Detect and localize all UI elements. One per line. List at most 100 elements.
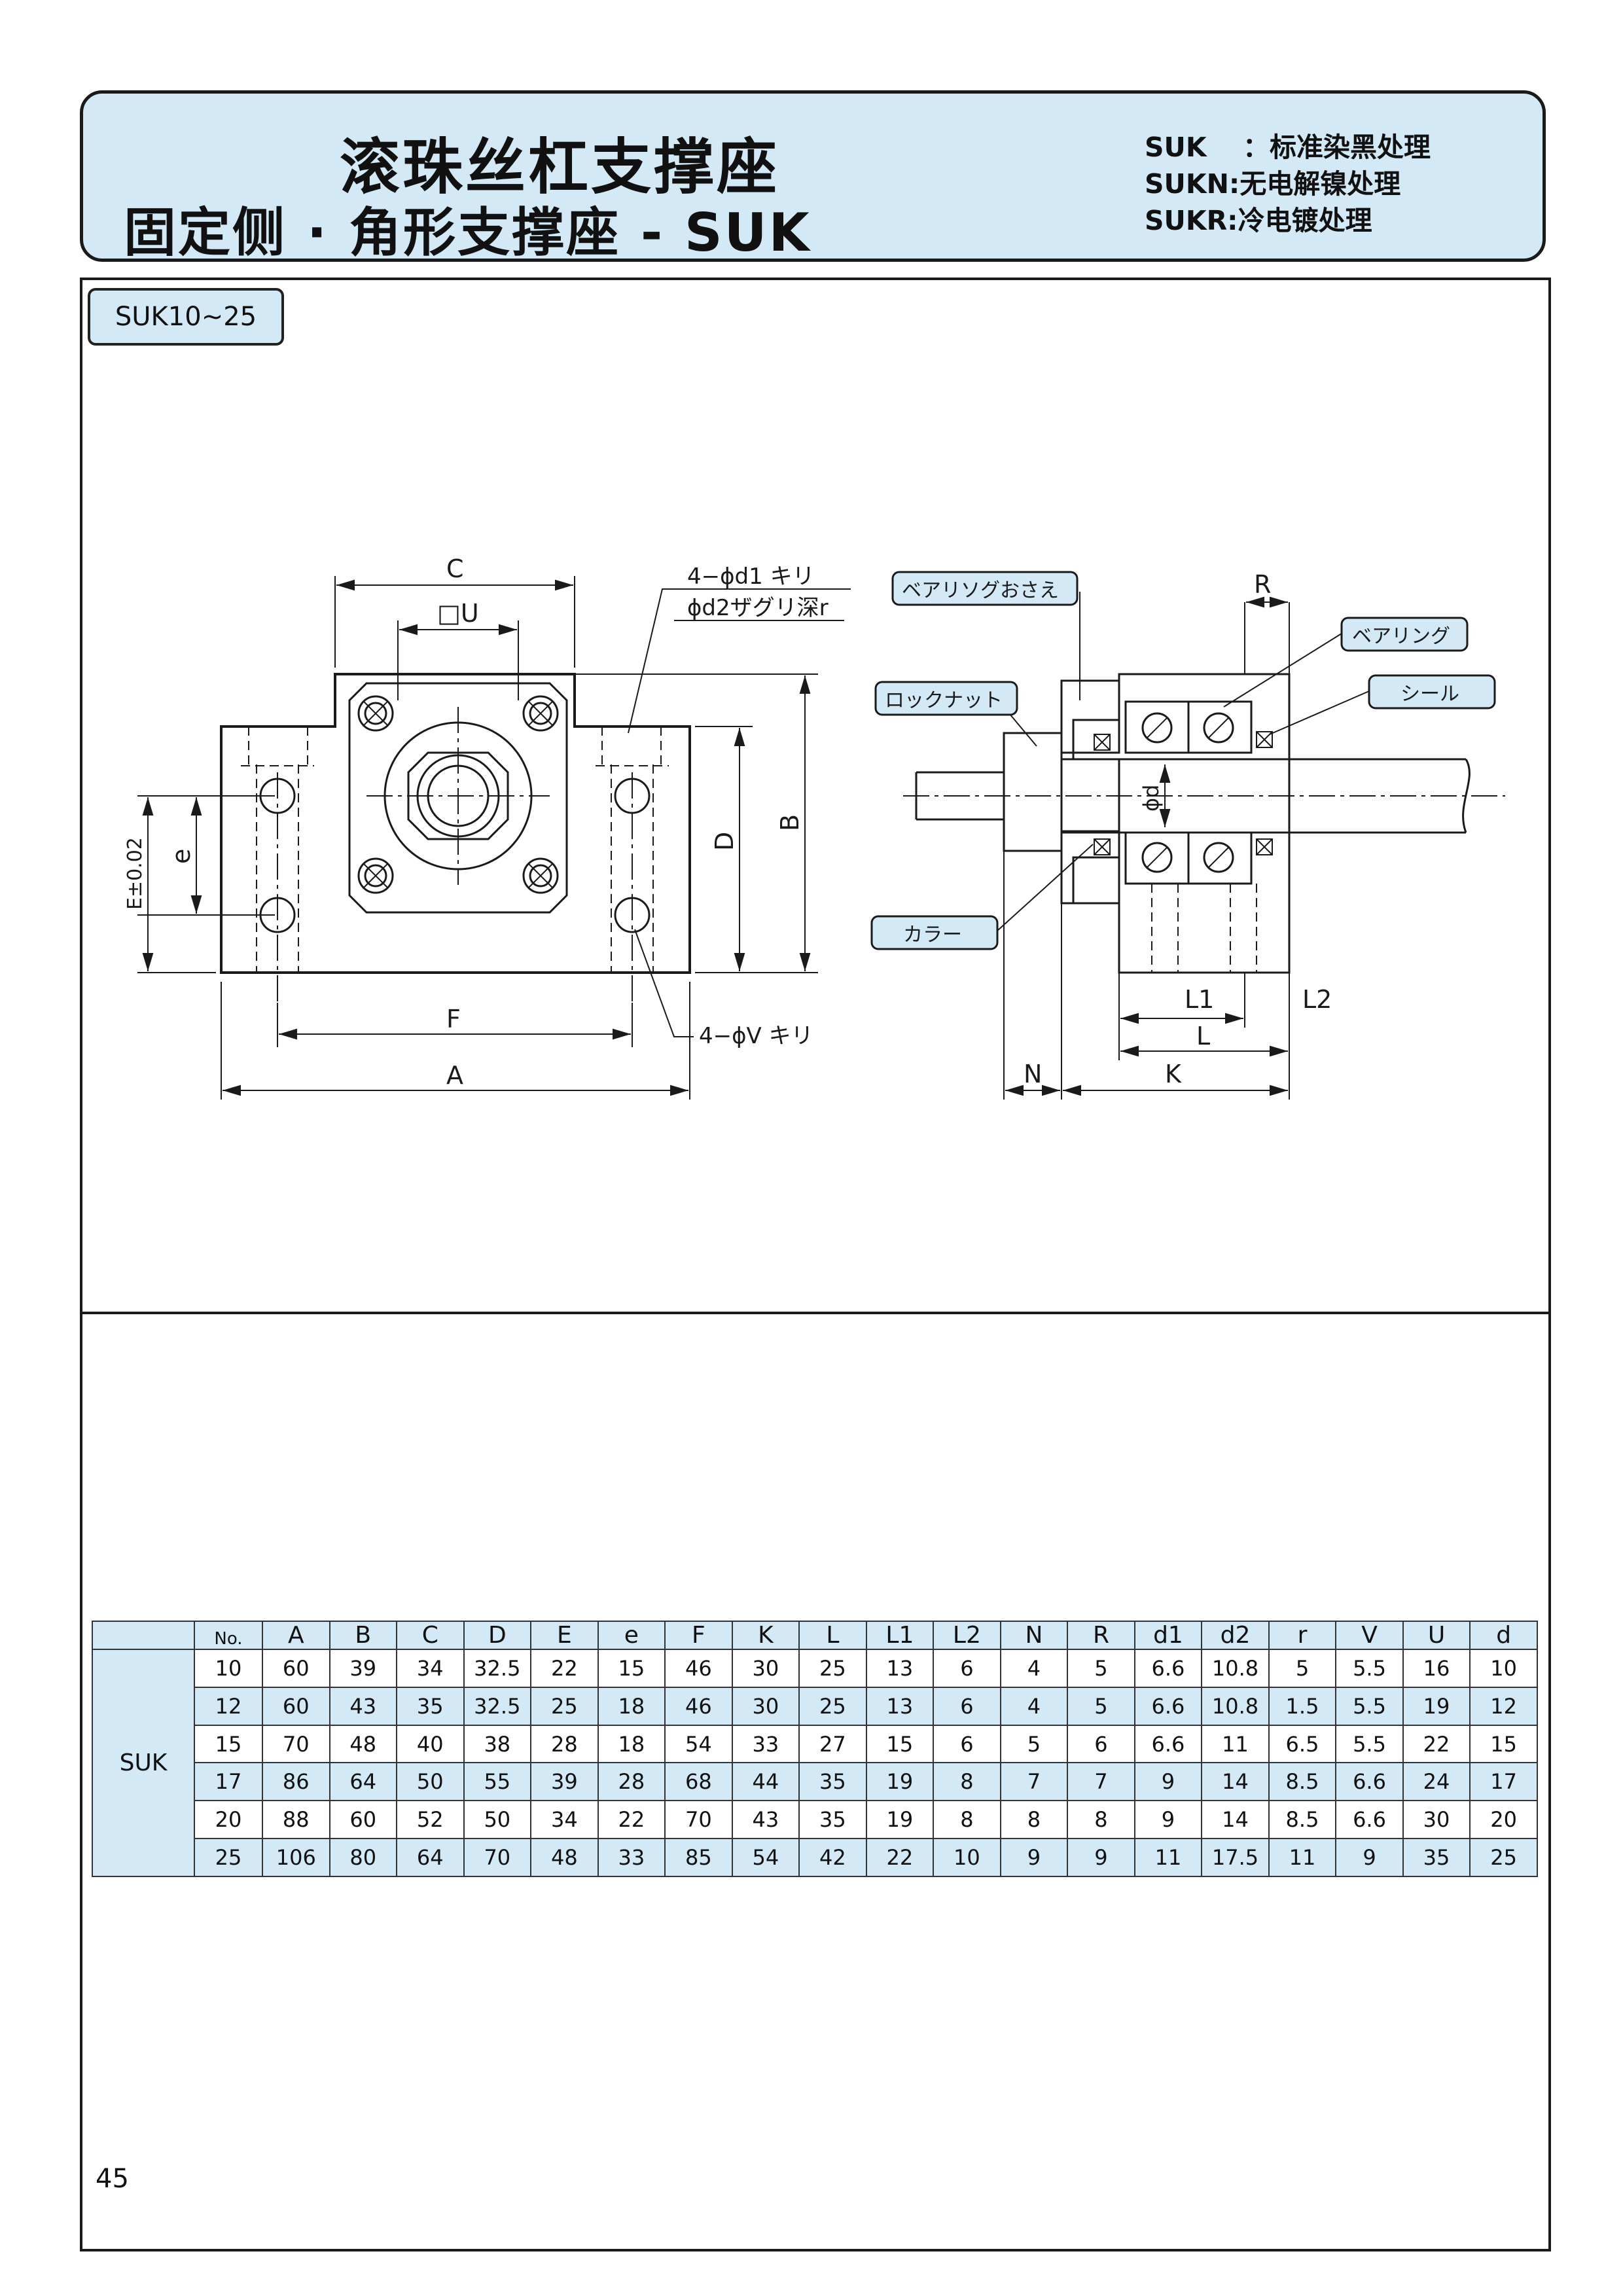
table-cell: 60 [262, 1649, 330, 1688]
table-cell: 50 [396, 1762, 465, 1802]
table-cell: 48 [329, 1724, 398, 1764]
table-cell: 28 [597, 1762, 666, 1802]
table-cell: 30 [1402, 1800, 1471, 1840]
table-cell: 6 [933, 1724, 1001, 1764]
table-cell: 20 [1469, 1800, 1538, 1840]
size-no-cell: 25 [194, 1838, 263, 1877]
content-frame [80, 278, 1551, 2251]
dim-label-L: L [1196, 1022, 1210, 1050]
table-cell: 50 [463, 1800, 532, 1840]
size-no-cell: 20 [194, 1800, 263, 1840]
table-cell: 17 [1469, 1762, 1538, 1802]
housing-outline [220, 673, 691, 974]
bore-hex [407, 751, 509, 840]
table-cell: 18 [597, 1686, 666, 1726]
table-cell: 33 [597, 1838, 666, 1877]
dim-label-F: F [446, 1005, 461, 1033]
table-cell: 18 [597, 1724, 666, 1764]
dim-label-B: B [776, 814, 804, 831]
table-cell: 80 [329, 1838, 398, 1877]
table-cell: 8 [933, 1800, 1001, 1840]
size-no-cell: 12 [194, 1686, 263, 1726]
callout-text-bearing: ベアリング [1352, 625, 1450, 648]
table-cell: 15 [1469, 1724, 1538, 1764]
page-subtitle: 固定侧 · 角形支撑座 - SUK [124, 202, 812, 263]
table-cell: 9 [999, 1838, 1069, 1877]
table-cell: 46 [664, 1649, 733, 1688]
table-cell: 4 [999, 1686, 1069, 1726]
table-cell: 70 [262, 1724, 330, 1764]
lock-nut [1003, 732, 1063, 852]
table-cell: 88 [262, 1800, 330, 1840]
dim-label-L1: L1 [1185, 985, 1214, 1014]
table-cell: 19 [1402, 1686, 1471, 1726]
table-cell: 48 [530, 1838, 599, 1877]
dim-label-C: C [446, 554, 464, 583]
table-cell: 25 [530, 1686, 599, 1726]
counterbore-holes [357, 695, 559, 894]
table-cell: 30 [731, 1649, 800, 1688]
table-cell: 68 [664, 1762, 733, 1802]
col-header: D [463, 1621, 532, 1650]
table-cell: 25 [798, 1686, 867, 1726]
table-cell: 60 [329, 1800, 398, 1840]
table-cell: 10.8 [1201, 1649, 1270, 1688]
dim-label-N: N [1024, 1060, 1042, 1088]
table-cell: 10 [933, 1838, 1001, 1877]
finish-item: SUK：标准染黑处理 [1145, 132, 1431, 163]
table-cell: 6 [933, 1686, 1001, 1726]
page-header: 滚珠丝杠支撑座 固定侧 · 角形支撑座 - SUK SUK：标准染黑处理 SUK… [80, 90, 1546, 263]
mounting-holes [259, 778, 651, 933]
table-cell: 10 [1469, 1649, 1538, 1688]
page-number: 45 [96, 2164, 129, 2194]
table-cell: 32.5 [463, 1686, 532, 1726]
table-cell: 25 [798, 1649, 867, 1688]
table-cell: 7 [999, 1762, 1069, 1802]
finish-item: SUKR:冷电镀处理 [1145, 205, 1372, 236]
table-cell: 8.5 [1268, 1762, 1337, 1802]
bearing-lower [1124, 831, 1253, 885]
col-header: L2 [933, 1621, 1001, 1650]
table-cell: 32.5 [463, 1649, 532, 1688]
table-cell: 5 [1067, 1649, 1135, 1688]
table-cell: 17.5 [1201, 1838, 1270, 1877]
table-cell: 35 [798, 1800, 867, 1840]
table-cell: 86 [262, 1762, 330, 1802]
page-title: 滚珠丝杠支撑座 [340, 132, 780, 202]
callout-text-lock-nut: ロックナット [885, 689, 1003, 712]
col-header: F [664, 1621, 733, 1650]
series-cell: SUK [92, 1649, 195, 1877]
table-cell: 8 [1067, 1800, 1135, 1840]
hole-note-d1: 4−ϕd1 キリ [687, 564, 815, 590]
callout-bearing [1340, 617, 1469, 652]
table-cell: 6.6 [1133, 1724, 1203, 1764]
callout-bearing-retainer [891, 571, 1079, 606]
table-cell: 35 [1402, 1838, 1471, 1877]
dim-label-L2: L2 [1302, 985, 1332, 1014]
table-cell: 5 [1067, 1686, 1135, 1726]
col-header: R [1067, 1621, 1135, 1650]
callout-seal [1368, 674, 1496, 709]
hole-note-d2: ϕd2ザグリ深r [687, 595, 829, 621]
table-cell: 30 [731, 1686, 800, 1726]
table-cell: 106 [262, 1838, 330, 1877]
table-cell: 5 [1268, 1649, 1337, 1688]
table-cell: 13 [865, 1686, 935, 1726]
table-cell: 9 [1067, 1838, 1135, 1877]
table-cell: 64 [329, 1762, 398, 1802]
table-cell: 54 [731, 1838, 800, 1877]
table-cell: 11 [1133, 1838, 1203, 1877]
table-cell: 35 [396, 1686, 465, 1726]
table-cell: 15 [865, 1724, 935, 1764]
table-cell: 6.6 [1335, 1762, 1404, 1802]
col-header: B [329, 1621, 398, 1650]
table-cell: 22 [530, 1649, 599, 1688]
table-cell: 8.5 [1268, 1800, 1337, 1840]
col-header: A [262, 1621, 330, 1650]
col-header: d [1469, 1621, 1538, 1650]
col-header: N [999, 1621, 1069, 1650]
bearing-retainer-lower [1060, 830, 1120, 905]
